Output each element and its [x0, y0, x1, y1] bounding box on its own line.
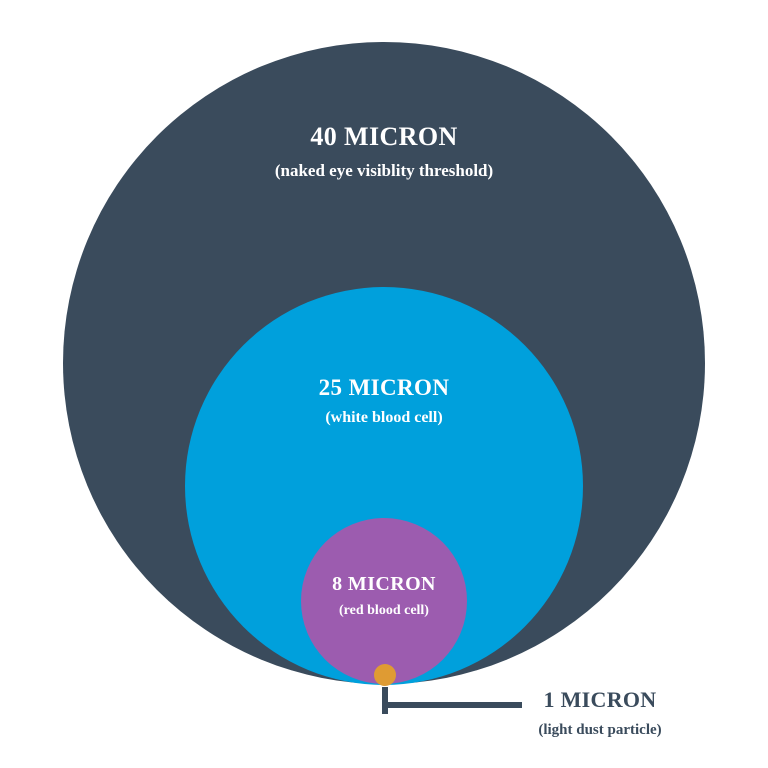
- label-8-micron-subtitle: (red blood cell): [339, 602, 429, 618]
- label-40-micron-title: 40 MICRON: [310, 122, 458, 151]
- label-40-micron-subtitle: (naked eye visiblity threshold): [274, 161, 494, 181]
- label-40-micron: 40 MICRON (naked eye visiblity threshold…: [0, 120, 768, 182]
- label-25-micron-title: 25 MICRON: [318, 375, 450, 400]
- label-25-micron: 25 MICRON (white blood cell): [0, 373, 768, 429]
- label-1-micron-subtitle: (light dust particle): [538, 721, 662, 738]
- circle-8-micron: [301, 518, 467, 684]
- label-25-micron-subtitle: (white blood cell): [325, 409, 443, 427]
- label-8-micron-title: 8 MICRON: [332, 573, 436, 595]
- circle-1-micron-dot: [374, 664, 396, 686]
- label-1-micron: 1 MICRON (light dust particle): [455, 686, 745, 740]
- label-1-micron-title: 1 MICRON: [543, 687, 657, 712]
- label-8-micron: 8 MICRON (red blood cell): [0, 572, 768, 620]
